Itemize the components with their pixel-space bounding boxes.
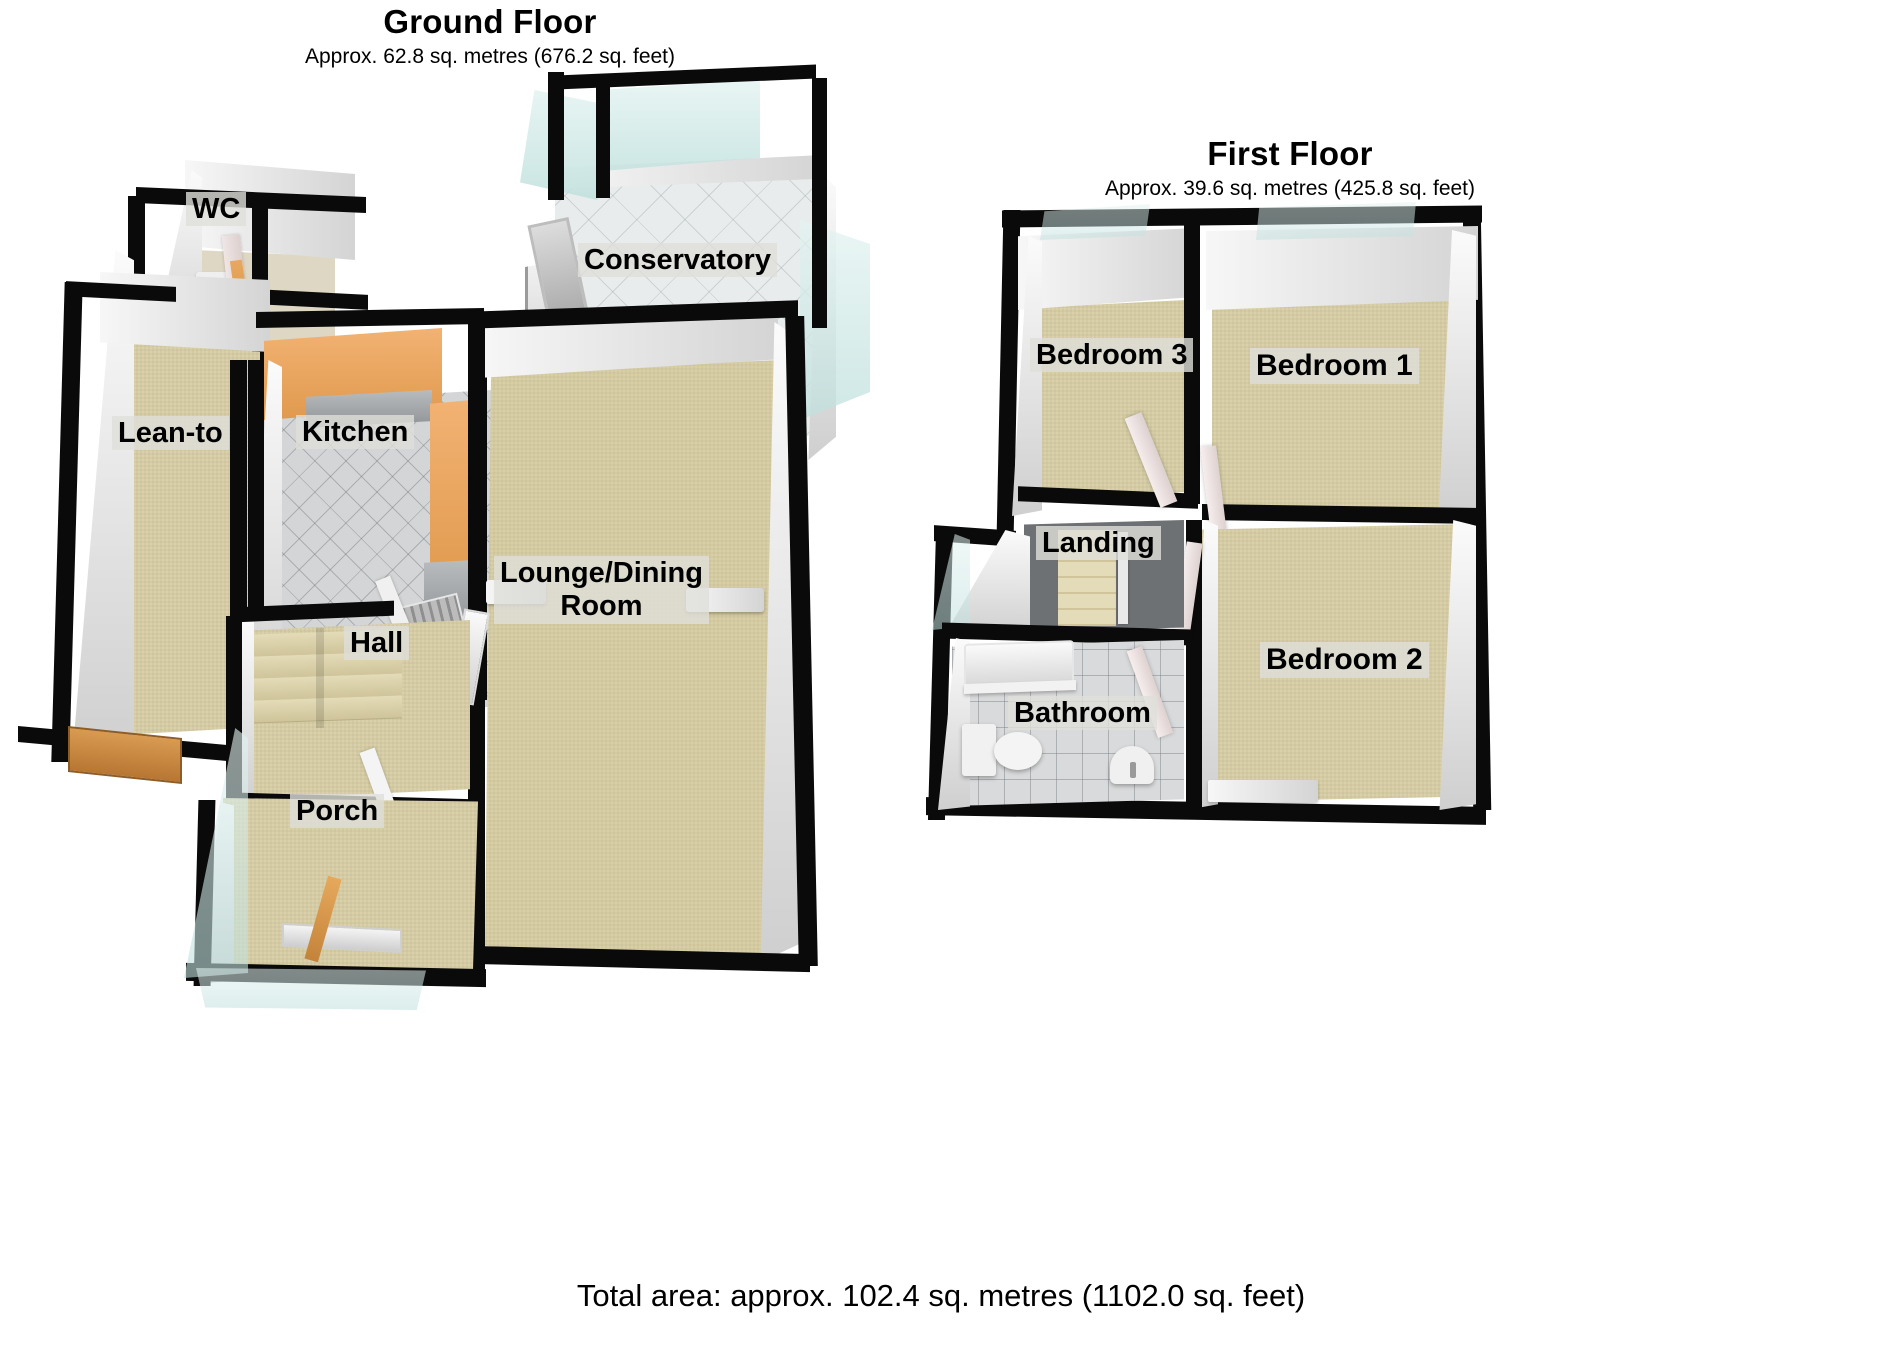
conservatory-wall-right <box>812 78 827 328</box>
room-label-bedroom-1: Bedroom 1 <box>1250 348 1419 384</box>
porch-window-left <box>184 728 248 978</box>
room-label-wc: WC <box>186 192 247 227</box>
room-label-lounge-dining: Lounge/Dining Room <box>494 556 709 625</box>
lean-to-external-door[interactable] <box>68 726 182 784</box>
ground-floor-subtitle: Approx. 62.8 sq. metres (676.2 sq. feet) <box>304 44 676 68</box>
room-label-bedroom-3: Bedroom 3 <box>1030 338 1194 373</box>
conservatory-wall-left <box>596 78 610 198</box>
bedroom-1-wall-bottom <box>1202 504 1482 524</box>
bedroom-3-back-wall-face <box>1018 228 1196 310</box>
room-label-lounge-dining-line1: Lounge/Dining <box>500 557 703 589</box>
ground-floor-plan: Conservatory WC Lean-to <box>0 60 1050 1190</box>
room-label-bathroom: Bathroom <box>1008 696 1157 731</box>
first-floor-title: First Floor <box>1207 135 1373 172</box>
bathroom-basin-tap <box>1130 762 1136 778</box>
bedroom-2-bottom-stub <box>1208 780 1318 802</box>
room-label-landing: Landing <box>1036 526 1161 561</box>
conservatory-wall-top <box>548 72 564 200</box>
bedroom-1-floor <box>1212 300 1468 512</box>
room-label-kitchen: Kitchen <box>296 415 415 450</box>
conservatory-window-top <box>600 80 760 172</box>
hall-stair-stringer <box>316 628 324 728</box>
total-area-text: Total area: approx. 102.4 sq. metres (11… <box>576 1278 1306 1313</box>
conservatory-window-left <box>520 90 610 200</box>
first-floor-plan: Bedroom 3 Bedroom 1 Bedroom 2 Landing <box>890 190 1590 870</box>
room-label-conservatory: Conservatory <box>578 243 777 278</box>
room-label-hall: Hall <box>344 626 410 661</box>
room-label-lounge-dining-line2: Room <box>560 590 643 623</box>
room-label-bedroom-2: Bedroom 2 <box>1260 642 1429 678</box>
ground-floor-title: Ground Floor <box>383 3 597 40</box>
lounge-dining-floor <box>485 360 785 970</box>
kitchen-wall-left <box>248 360 264 618</box>
first-floor-subtitle: Approx. 39.6 sq. metres (425.8 sq. feet) <box>1104 176 1476 200</box>
conservatory-window-right <box>800 220 870 420</box>
room-label-lean-to: Lean-to <box>112 416 229 451</box>
ground-floor-heading: Ground Floor Approx. 62.8 sq. metres (67… <box>140 3 840 68</box>
bathroom-cistern <box>962 724 996 776</box>
bathroom-toilet-bowl <box>994 732 1042 770</box>
room-label-porch: Porch <box>290 794 385 829</box>
first-floor-heading: First Floor Approx. 39.6 sq. metres (425… <box>940 135 1640 200</box>
bedroom-1-window <box>1256 202 1416 240</box>
landing-balustrade <box>1118 532 1128 624</box>
bedroom-3-floor <box>1026 300 1186 500</box>
porch-window-bottom <box>196 968 426 1010</box>
kitchen-tall-unit-right <box>430 400 472 590</box>
bedroom-1-back-wall-face <box>1206 226 1478 310</box>
kitchen-wall-top <box>256 308 484 328</box>
